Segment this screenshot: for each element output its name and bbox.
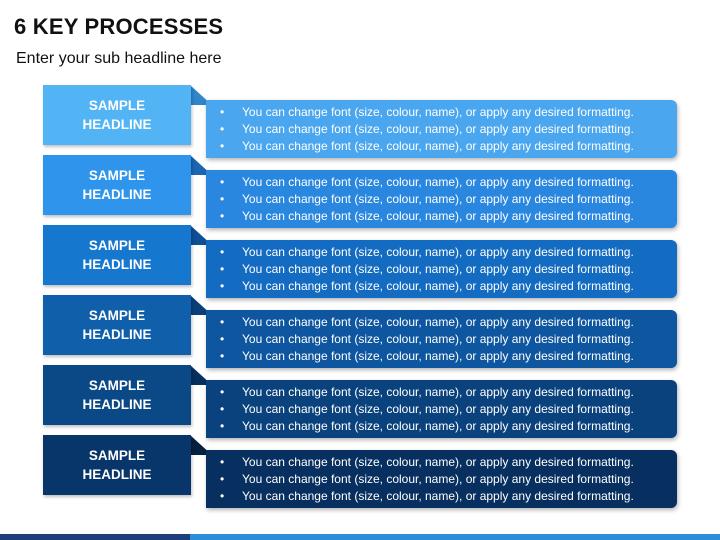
footer-bar-dark <box>0 534 190 540</box>
bullet-item: •You can change font (size, colour, name… <box>220 121 634 136</box>
process-body: •You can change font (size, colour, name… <box>206 100 677 158</box>
bullet-item: •You can change font (size, colour, name… <box>220 384 634 399</box>
bullet-item: •You can change font (size, colour, name… <box>220 401 634 416</box>
bullet-dot-icon: • <box>220 488 225 503</box>
bullet-item: •You can change font (size, colour, name… <box>220 348 634 363</box>
bullet-dot-icon: • <box>220 261 225 276</box>
footer-bar-light <box>190 534 720 540</box>
bullet-item: •You can change font (size, colour, name… <box>220 104 634 119</box>
bullet-dot-icon: • <box>220 121 225 136</box>
process-headline: SAMPLE HEADLINE <box>43 365 191 425</box>
page-title: 6 KEY PROCESSES <box>14 14 224 39</box>
process-headline: SAMPLE HEADLINE <box>43 225 191 285</box>
page-subtitle: Enter your sub headline here <box>16 50 222 67</box>
process-row-5: •You can change font (size, colour, name… <box>0 365 720 438</box>
footer-bar <box>0 534 720 540</box>
bullet-item: •You can change font (size, colour, name… <box>220 418 634 433</box>
bullet-dot-icon: • <box>220 454 225 469</box>
bullet-dot-icon: • <box>220 244 225 259</box>
bullet-item: •You can change font (size, colour, name… <box>220 278 634 293</box>
bullet-item: •You can change font (size, colour, name… <box>220 138 634 153</box>
process-row-1: •You can change font (size, colour, name… <box>0 85 720 158</box>
process-body: •You can change font (size, colour, name… <box>206 310 677 368</box>
process-body: •You can change font (size, colour, name… <box>206 380 677 438</box>
bullet-dot-icon: • <box>220 138 225 153</box>
process-headline: SAMPLE HEADLINE <box>43 85 191 145</box>
bullet-dot-icon: • <box>220 384 225 399</box>
bullet-dot-icon: • <box>220 471 225 486</box>
process-row-4: •You can change font (size, colour, name… <box>0 295 720 368</box>
bullet-item: •You can change font (size, colour, name… <box>220 331 634 346</box>
bullet-dot-icon: • <box>220 314 225 329</box>
process-headline: SAMPLE HEADLINE <box>43 295 191 355</box>
bullet-item: •You can change font (size, colour, name… <box>220 314 634 329</box>
bullet-dot-icon: • <box>220 174 225 189</box>
bullet-dot-icon: • <box>220 348 225 363</box>
process-headline: SAMPLE HEADLINE <box>43 155 191 215</box>
bullet-item: •You can change font (size, colour, name… <box>220 244 634 259</box>
process-body: •You can change font (size, colour, name… <box>206 240 677 298</box>
process-row-6: •You can change font (size, colour, name… <box>0 435 720 508</box>
process-headline: SAMPLE HEADLINE <box>43 435 191 495</box>
process-body: •You can change font (size, colour, name… <box>206 170 677 228</box>
bullet-item: •You can change font (size, colour, name… <box>220 488 634 503</box>
bullet-item: •You can change font (size, colour, name… <box>220 471 634 486</box>
process-row-2: •You can change font (size, colour, name… <box>0 155 720 228</box>
bullet-item: •You can change font (size, colour, name… <box>220 208 634 223</box>
bullet-dot-icon: • <box>220 104 225 119</box>
process-body: •You can change font (size, colour, name… <box>206 450 677 508</box>
bullet-dot-icon: • <box>220 278 225 293</box>
bullet-dot-icon: • <box>220 401 225 416</box>
bullet-dot-icon: • <box>220 418 225 433</box>
process-row-3: •You can change font (size, colour, name… <box>0 225 720 298</box>
bullet-item: •You can change font (size, colour, name… <box>220 191 634 206</box>
bullet-dot-icon: • <box>220 331 225 346</box>
bullet-item: •You can change font (size, colour, name… <box>220 261 634 276</box>
bullet-dot-icon: • <box>220 208 225 223</box>
bullet-dot-icon: • <box>220 191 225 206</box>
bullet-item: •You can change font (size, colour, name… <box>220 174 634 189</box>
bullet-item: •You can change font (size, colour, name… <box>220 454 634 469</box>
